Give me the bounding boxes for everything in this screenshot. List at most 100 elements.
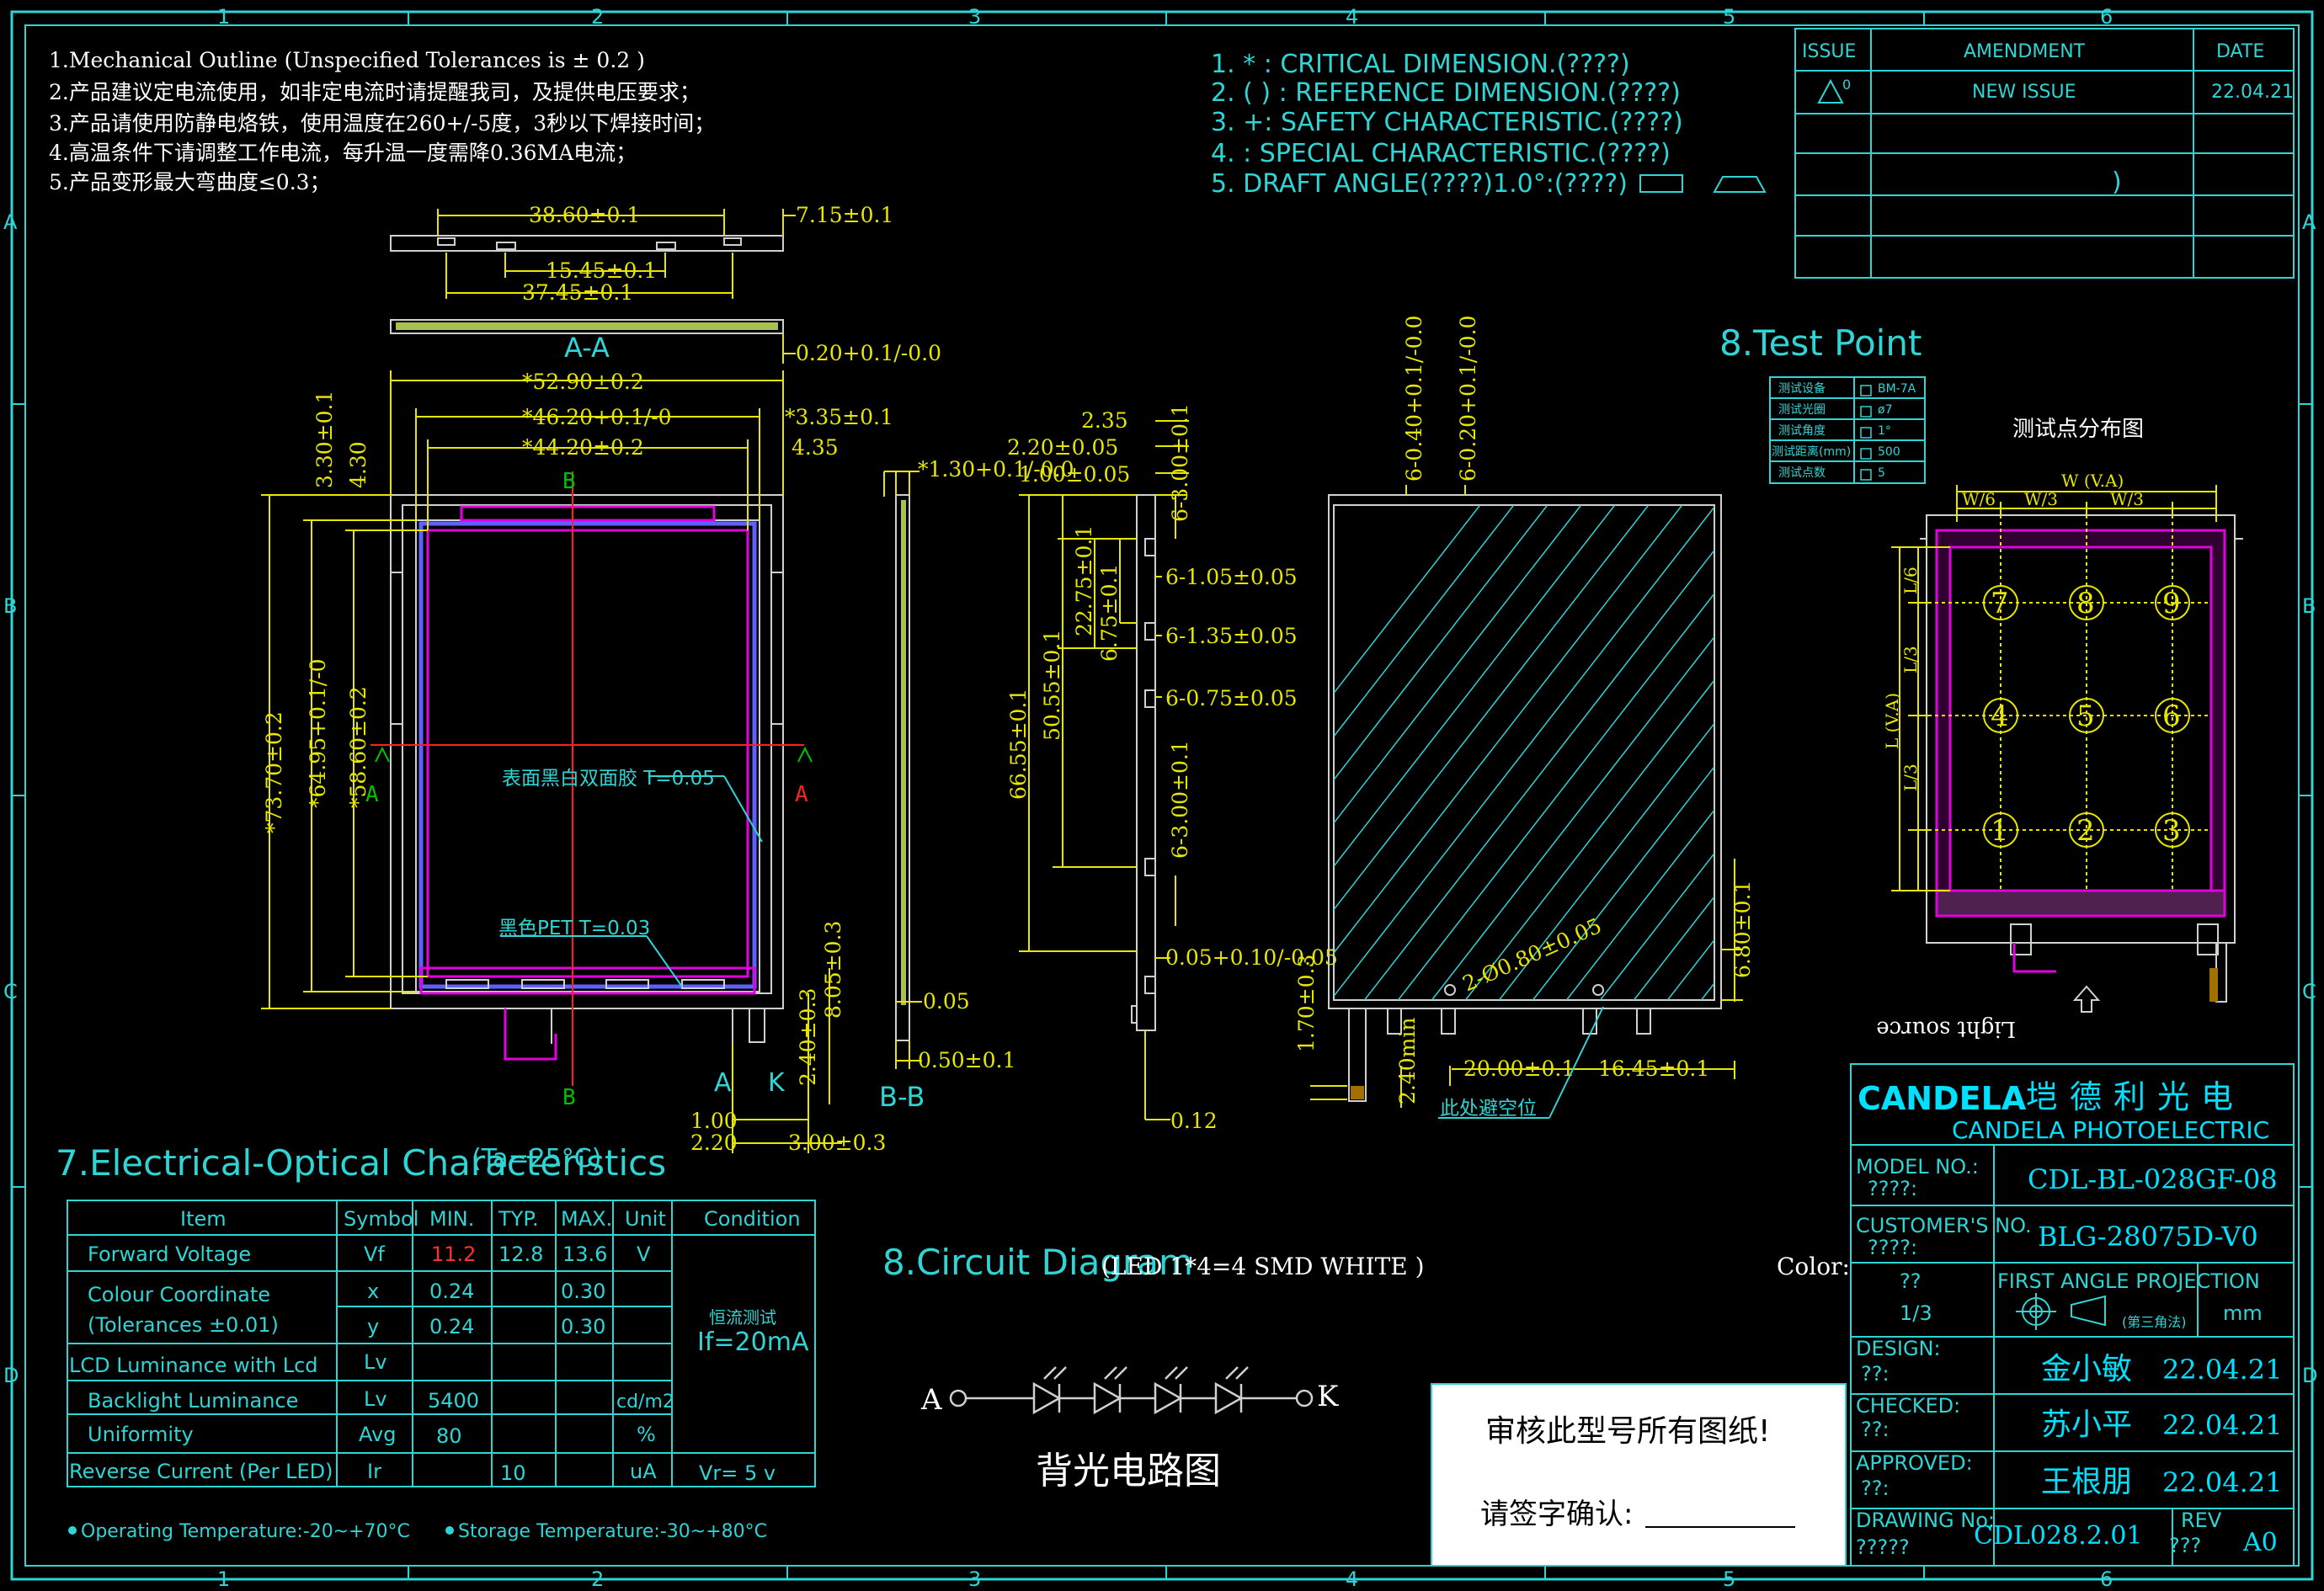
col-label: 4 <box>1346 1567 1358 1591</box>
col-label: 5 <box>1723 1567 1735 1591</box>
side-view: *1.30+0.1/-0.0 0.05 0.50±0.1 B-B <box>879 457 1074 1113</box>
tp-dim: L/3 <box>1900 764 1921 791</box>
dim-label: 6-3.00±0.1 <box>1168 740 1192 859</box>
col-label: 6 <box>2100 1567 2113 1591</box>
rev-note: ) <box>2112 168 2122 197</box>
test-point: 1 <box>1991 814 2009 848</box>
dim-label: 2.20±0.05 <box>1007 435 1118 460</box>
eo-cell: 80 <box>436 1424 462 1448</box>
circuit-spec: (LED 1*4=4 SMD WHITE ) <box>1101 1253 1425 1280</box>
company-name-cn: 垲德利光电 <box>2026 1078 2245 1115</box>
row-label: A <box>3 210 18 234</box>
eo-item: Colour Coordinate <box>88 1283 270 1306</box>
anode-pin: A <box>714 1068 732 1098</box>
dim-label: 38.60±0.1 <box>529 203 640 227</box>
tb-label: DRAWING No: <box>1856 1509 1995 1532</box>
test-point: 7 <box>1991 587 2009 620</box>
eo-cell: Ir <box>367 1460 381 1483</box>
eo-item: Reverse Current (Per LED) <box>69 1460 333 1483</box>
tp-dim: W/6 <box>1962 489 1996 509</box>
model-number: CDL-BL-028GF-08 <box>2028 1163 2278 1195</box>
dim-label: 6-3.00±0.1 <box>1168 403 1192 522</box>
approval-line2: 请签字确认: <box>1480 1498 1633 1531</box>
company-logo: CANDELA <box>1858 1080 2027 1117</box>
approver-name: 王根朋 <box>2041 1465 2132 1499</box>
projection-symbol-icon <box>2016 1293 2106 1330</box>
general-notes: 1.Mechanical Outline (Unspecified Tolera… <box>49 48 715 194</box>
bullet-icon <box>68 1526 77 1535</box>
test-value: ø7 <box>1878 403 1892 417</box>
eo-cell: 13.6 <box>562 1242 607 1266</box>
eo-cell: 5400 <box>428 1389 479 1413</box>
note-line: 4.高温条件下请调整工作电流，每升温一度需降0.36MA电流； <box>49 141 637 165</box>
dim-label: *52.90±0.2 <box>522 370 644 394</box>
dim-label: 37.45±0.1 <box>522 280 633 305</box>
col-label: 6 <box>2100 5 2113 29</box>
note-line: 5.产品变形最大弯曲度≤0.3； <box>49 170 331 194</box>
eo-cell: cd/m2 <box>616 1391 674 1413</box>
circuit-anode: A <box>920 1383 942 1417</box>
rev-header: AMENDMENT <box>1964 41 2086 62</box>
col-label: 3 <box>968 1567 981 1591</box>
dim-label: 0.05 <box>923 989 970 1014</box>
eo-cell: V <box>637 1242 651 1266</box>
eo-cell: 0.24 <box>429 1315 474 1338</box>
tb-projection-sub: (第三角法) <box>2122 1314 2187 1330</box>
light-source-label: Light source <box>1876 1016 2016 1041</box>
eo-item: Forward Voltage <box>88 1242 251 1266</box>
test-value: 500 <box>1878 445 1900 459</box>
rev-issue: 0 <box>1842 77 1851 93</box>
test-param: 测试点数 <box>1778 466 1826 480</box>
dim-label: 6-0.75±0.05 <box>1165 686 1298 710</box>
dim-label: 16.45±0.1 <box>1598 1056 1709 1081</box>
circuit-caption: 背光电路图 <box>1036 1450 1221 1493</box>
test-point: 3 <box>2162 814 2181 848</box>
eo-cell: Lv <box>364 1387 387 1411</box>
draft-angle-icon <box>1639 174 1683 193</box>
row-label: B <box>2302 594 2316 618</box>
eo-cell: x <box>367 1280 379 1303</box>
top-section-view: 38.60±0.1 7.15±0.1 15.45±0.1 37.45±0.1 A… <box>390 203 941 365</box>
approval-line1: 审核此型号所有图纸! <box>1485 1414 1770 1449</box>
issue-triangle-icon <box>1817 78 1844 104</box>
legend-line: 5. DRAFT ANGLE(????)1.0°:(????) <box>1211 169 1628 199</box>
dim-label: 1.00±0.05 <box>1019 462 1130 487</box>
circuit-title: 8.Circuit Diagram <box>882 1242 1193 1283</box>
eo-cell: uA <box>630 1460 657 1483</box>
section-mark: A <box>365 782 379 807</box>
test-conditions-table: 测试设备 BM-7A 测试光圈 ø7 测试角度 1° 测试距离(mm) 500 … <box>1769 376 1926 484</box>
tb-label: ????? <box>1856 1535 1910 1559</box>
tape-callout: 表面黑白双面胶 T=0.05 <box>502 768 715 790</box>
circuit-section: 8.Circuit Diagram (LED 1*4=4 SMD WHITE )… <box>882 1242 1850 1493</box>
test-value: BM-7A <box>1878 382 1916 396</box>
tp-dim: W/3 <box>2110 489 2144 509</box>
dim-label: 2-Ø0.80±0.05 <box>1459 913 1606 997</box>
eo-item: (Tolerances ±0.01) <box>88 1313 279 1337</box>
dim-label: 0.20+0.1/-0.0 <box>796 341 941 365</box>
legend-line: 1. * : CRITICAL DIMENSION.(????) <box>1211 50 1630 79</box>
dim-label: *46.20+0.1/-0 <box>522 405 672 429</box>
eo-cell: 0.30 <box>561 1315 605 1338</box>
tb-label: CUSTOMER'S NO. <box>1856 1214 2032 1237</box>
tb-label: APPROVED: <box>1856 1451 1973 1475</box>
section-label: A-A <box>564 332 610 364</box>
test-point: 9 <box>2162 587 2181 620</box>
test-point: 2 <box>2076 814 2095 848</box>
tp-dim: L (V.A) <box>1882 693 1902 749</box>
circuit-color-label: Color: <box>1777 1253 1850 1280</box>
dim-label: 1.00 <box>690 1109 738 1133</box>
eo-table: Item Symbol MIN. TYP. MAX. Unit Conditio… <box>67 1200 816 1487</box>
eo-cell: 0.30 <box>561 1280 605 1303</box>
row-label: A <box>2302 210 2316 234</box>
section-mark: B <box>562 1085 576 1110</box>
front-view: *52.90±0.2 *46.20+0.1/-0 *3.35±0.1 *44.2… <box>261 370 893 1155</box>
note-line: 3.产品请使用防静电烙铁，使用温度在260+/-5度，3秒以下焊接时间； <box>49 111 715 136</box>
legend-line: 3. +: SAFETY CHARACTERISTIC.(????) <box>1211 108 1683 137</box>
dim-label: *58.60±0.2 <box>346 686 370 808</box>
eo-header: MAX. <box>561 1207 612 1231</box>
eo-title: 7.Electrical-Optical Characteristics <box>56 1142 666 1184</box>
checker-name: 苏小平 <box>2041 1407 2132 1442</box>
dim-label: 4.30 <box>346 441 370 488</box>
test-value: 5 <box>1878 466 1885 480</box>
